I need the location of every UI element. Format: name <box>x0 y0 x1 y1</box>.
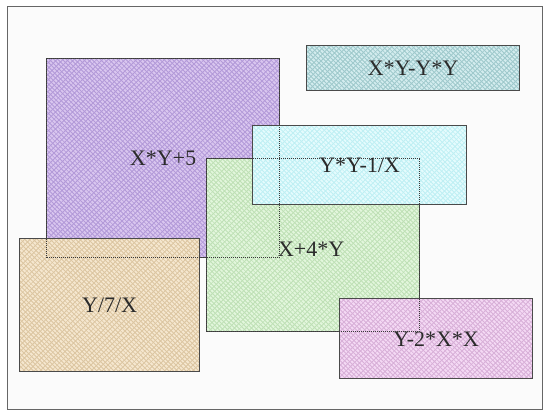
box-y-times-y-minus-1-over-x[interactable]: Y*Y-1/X <box>252 125 467 205</box>
box-label: Y*Y-1/X <box>319 152 400 177</box>
box-y-minus-2-times-x-times-x[interactable]: Y-2*X*X <box>339 298 533 379</box>
box-label: X*Y-Y*Y <box>367 55 459 80</box>
box-x-times-y-minus-y-times-y[interactable]: X*Y-Y*Y <box>306 45 520 91</box>
box-y-over-7-over-x[interactable]: Y/7/X <box>19 238 200 372</box>
box-label: Y/7/X <box>82 292 137 317</box>
box-label: X+4*Y <box>277 236 345 261</box>
box-label: Y-2*X*X <box>393 325 479 351</box>
box-label: X*Y+5 <box>129 145 197 170</box>
